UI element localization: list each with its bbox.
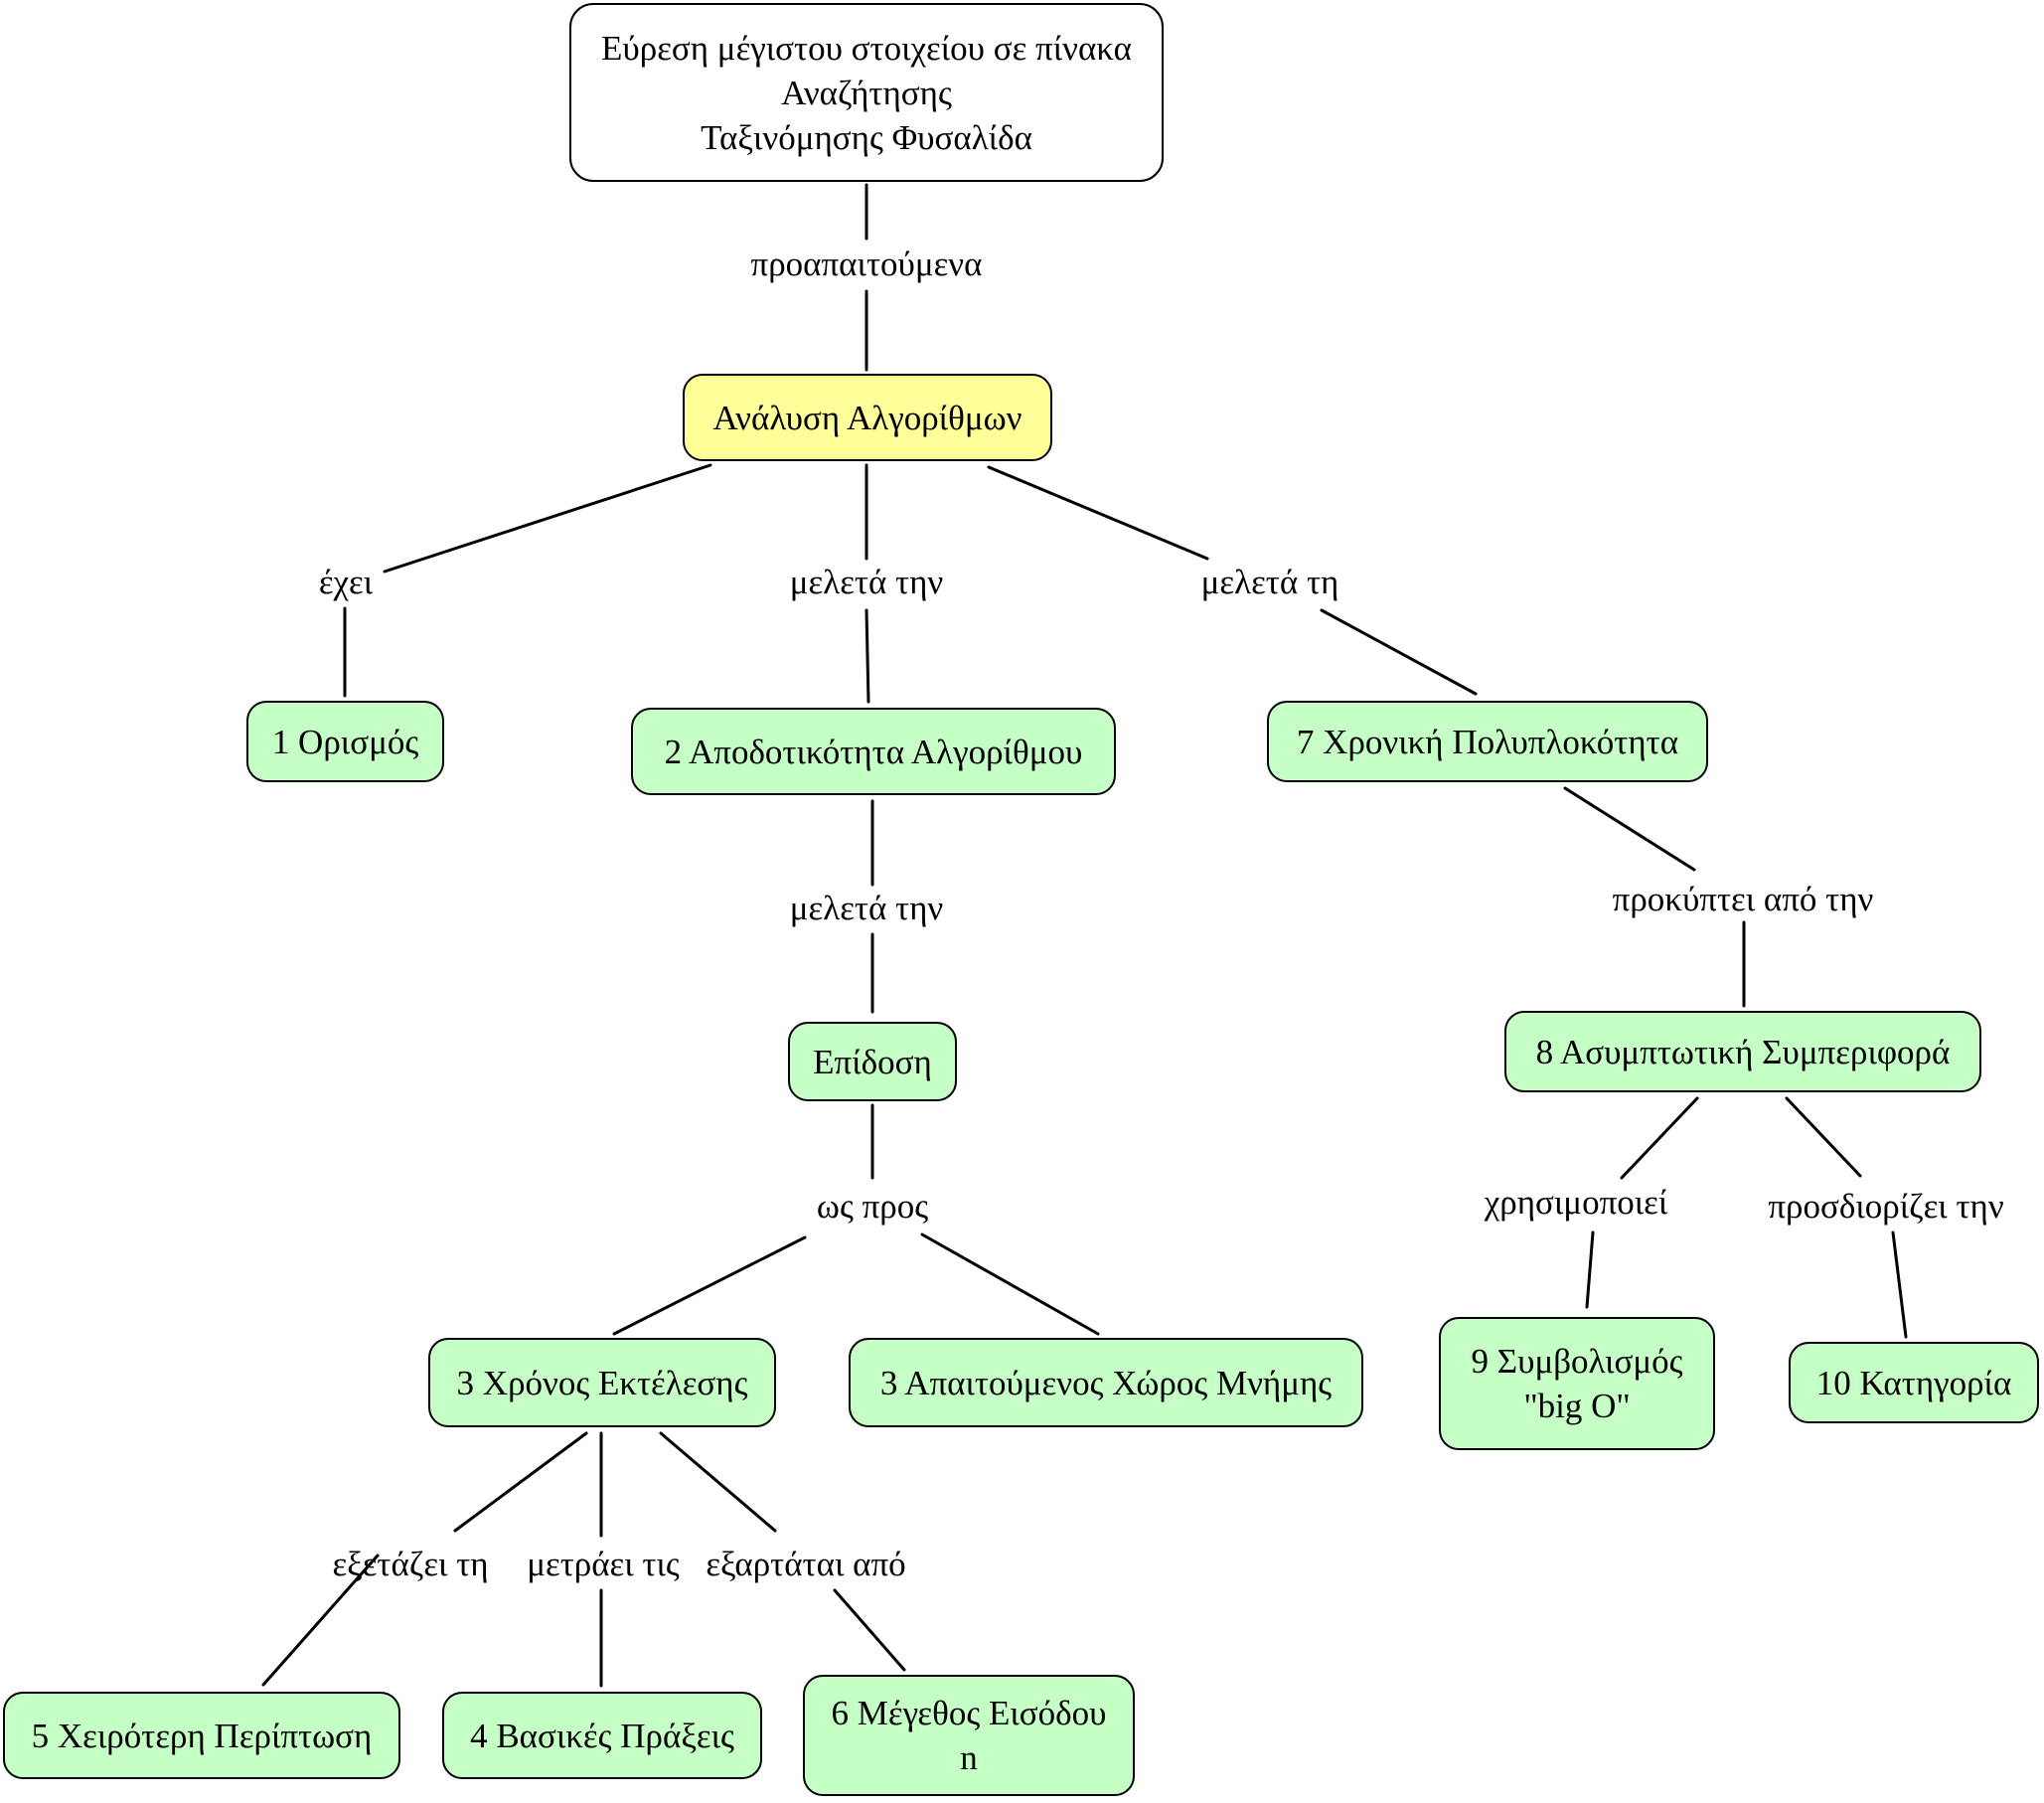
node-7-time-complexity: 7 Χρονική Πολυπλοκότητα (1267, 701, 1708, 782)
node-9-big-o: 9 Συμβολισμός "big O" (1439, 1317, 1715, 1450)
link-label-examines: εξετάζει τη (332, 1545, 489, 1583)
node-algorithm-analysis: Ανάλυση Αλγορίθμων (683, 374, 1052, 461)
node-performance: Επίδοση (788, 1022, 957, 1101)
node-2-efficiency: 2 Αποδοτικότητα Αλγορίθμου (631, 708, 1116, 795)
node-6-input-size: 6 Μέγεθος Εισόδου n (803, 1675, 1135, 1796)
edge-analysis-studies2 (987, 465, 1209, 561)
root-node: Εύρεση μέγιστου στοιχείου σε πίνακα Αναζ… (569, 3, 1164, 182)
link-label-has: έχει (318, 563, 374, 601)
link-label-regarding: ως προς (816, 1187, 929, 1226)
link-label-depends-on: εξαρτάται από (706, 1545, 906, 1583)
edge-n3a-depends (659, 1431, 777, 1533)
node-3-memory-space: 3 Απαιτούμενος Χώρος Μνήμης (849, 1338, 1363, 1427)
edge-determines-n10 (1891, 1230, 1908, 1339)
link-label-studies-3: μελετά την (789, 889, 944, 927)
link-label-prerequisites: προαπαιτούμενα (750, 245, 983, 283)
edge-regarding-n3b (920, 1232, 1100, 1336)
node-5-worst-case: 5 Χειρότερη Περίπτωση (3, 1692, 400, 1779)
link-label-uses: χρησιμοποιεί (1484, 1183, 1668, 1222)
node-3-execution-time: 3 Χρόνος Εκτέλεσης (428, 1338, 776, 1427)
node-8-asymptotic-behavior: 8 Ασυμπτωτική Συμπεριφορά (1504, 1011, 1981, 1092)
edge-regarding-n3a (612, 1235, 807, 1336)
node-1-definition: 1 Ορισμός (246, 701, 444, 782)
link-label-studies-1: μελετά την (789, 563, 944, 601)
edge-n3a-examines (453, 1431, 588, 1533)
edge-examines-n5 (261, 1554, 380, 1687)
edge-n8-determines (1785, 1096, 1862, 1178)
link-label-determines: προσδιορίζει την (1768, 1187, 2004, 1226)
edge-n8-uses (1620, 1096, 1699, 1180)
edge-n7-results (1563, 786, 1696, 872)
edge-depends-n6 (833, 1588, 906, 1672)
edge-studies1-n2 (865, 608, 870, 704)
link-label-studies-2: μελετά τη (1200, 563, 1339, 601)
node-10-category: 10 Κατηγορία (1789, 1342, 2039, 1423)
edge-uses-n9 (1585, 1230, 1595, 1309)
link-label-results-from: προκύπτει από την (1612, 880, 1874, 918)
node-4-basic-operations: 4 Βασικές Πράξεις (442, 1692, 762, 1779)
link-label-counts: μετράει τις (527, 1545, 680, 1583)
edge-studies2-n7 (1320, 608, 1478, 696)
edge-analysis-has (383, 463, 712, 574)
